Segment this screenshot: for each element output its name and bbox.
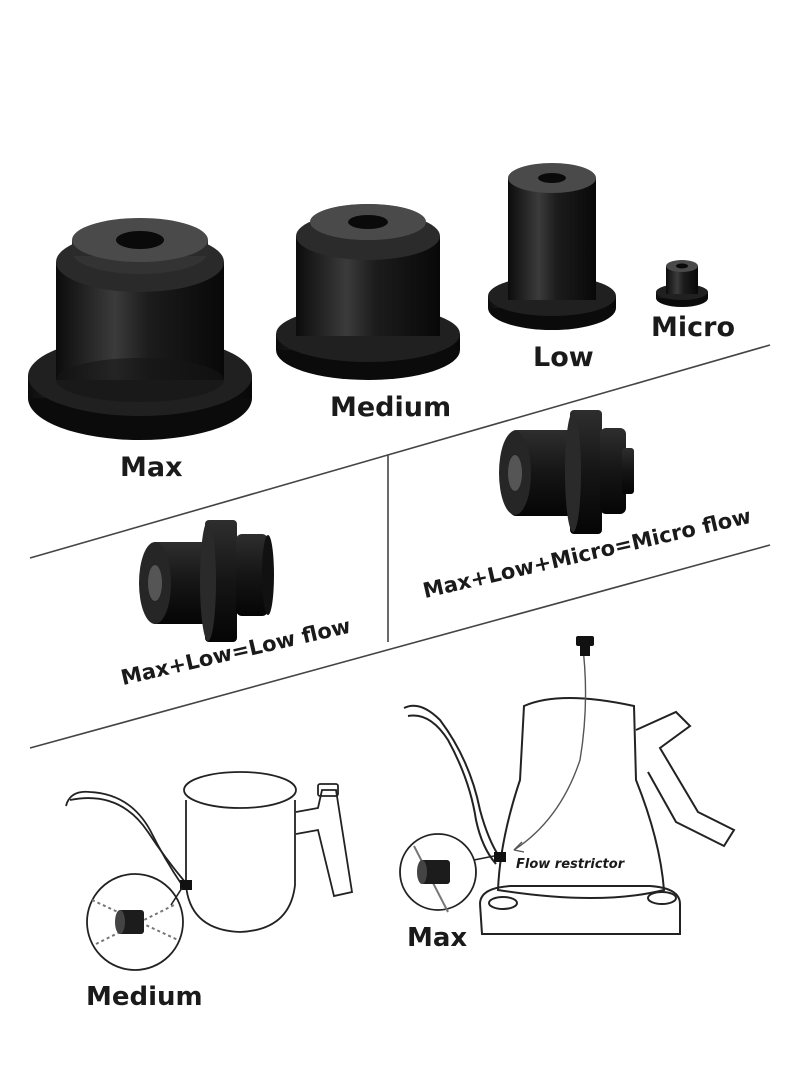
label-max: Max bbox=[120, 452, 183, 483]
label-medium: Medium bbox=[330, 392, 452, 423]
low-restrictor bbox=[488, 163, 616, 330]
right-kettle-sketch bbox=[403, 697, 736, 935]
max-restrictor bbox=[28, 218, 252, 440]
left-kettle-restrictor-marker bbox=[180, 880, 192, 890]
divider-upper bbox=[29, 344, 771, 559]
right-detail-circle bbox=[399, 833, 495, 913]
left-detail-circle bbox=[86, 873, 184, 971]
combo-micro-restrictor bbox=[499, 410, 634, 534]
label-kettle-max: Max bbox=[407, 923, 468, 953]
left-kettle-sketch bbox=[65, 771, 354, 933]
medium-restrictor bbox=[276, 204, 460, 380]
label-micro: Micro bbox=[651, 312, 735, 343]
divider-lower bbox=[29, 544, 771, 749]
micro-restrictor bbox=[656, 260, 708, 307]
divider-lines bbox=[29, 344, 771, 749]
label-flow-restrictor: Flow restrictor bbox=[516, 857, 625, 872]
label-low: Low bbox=[533, 342, 594, 373]
right-kettle-restrictor-marker bbox=[494, 636, 594, 862]
combo-low-restrictor bbox=[139, 520, 274, 642]
label-kettle-medium: Medium bbox=[86, 982, 203, 1012]
